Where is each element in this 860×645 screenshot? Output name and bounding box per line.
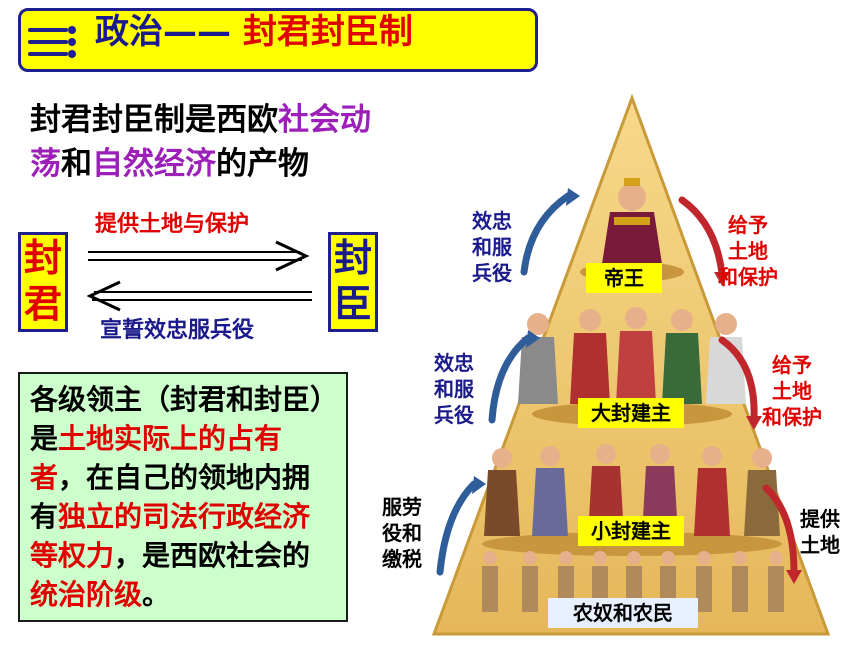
label-line: 效忠: [434, 351, 474, 375]
tier-label-emperor: 帝王: [586, 263, 662, 293]
intro-part: 封君封臣制是西欧: [30, 102, 278, 138]
left-label-3: 服劳 役和 缴税: [382, 494, 422, 572]
down-arrow-3: [762, 484, 798, 576]
description-part: ，是西欧社会的: [114, 539, 311, 572]
down-arrow-1: [678, 196, 726, 278]
label-line: 给予: [728, 213, 768, 237]
up-arrow-1: [520, 192, 572, 276]
title-bar: [18, 8, 538, 72]
lesser-lord-figures: [484, 444, 780, 536]
menu-lines-icon: [28, 26, 76, 58]
label-line: 和保护: [718, 265, 778, 289]
intro-highlight: 社会动荡: [30, 102, 371, 182]
description-highlight: 土地实际上的占有者: [30, 422, 283, 494]
label-line: 服劳: [382, 495, 422, 519]
label-line: 土地: [728, 239, 768, 263]
page-title: 政治—— 封君封臣制: [95, 10, 413, 54]
down-arrow-2: [718, 336, 758, 422]
title-main: 封君封臣制: [242, 12, 413, 52]
description-part: 各级领主（封君和封臣）是: [30, 383, 325, 455]
up-arrow-2: [488, 334, 532, 424]
right-label-1: 给予 土地 和保护: [718, 212, 778, 290]
label-line: 土地: [772, 379, 812, 403]
label-line: 效忠: [472, 209, 512, 233]
left-label-2: 效忠 和服 兵役: [434, 350, 474, 428]
description-box: 各级领主（封君和封臣）是土地实际上的占有者，在自己的领地内拥有独立的司法行政经济…: [18, 372, 348, 622]
label-line: 兵役: [434, 403, 474, 427]
lord-char: 君: [23, 282, 62, 326]
lord-char: 封: [23, 236, 62, 280]
vassal-char: 臣: [333, 282, 372, 326]
description-highlight: 统治阶级: [30, 578, 143, 611]
king-figure: [602, 178, 662, 264]
pledge-label: 宣誓效忠服兵役: [100, 318, 255, 343]
relationship-arrows: [86, 240, 312, 312]
tier-label-lesser-lords: 小封建主: [578, 516, 684, 546]
vassal-box: 封 臣: [328, 232, 378, 332]
label-line: 土地: [800, 533, 840, 557]
left-arrow-icon: [86, 280, 312, 312]
title-prefix: 政治——: [95, 12, 231, 52]
left-label-1: 效忠 和服 兵役: [472, 208, 512, 286]
label-line: 和服: [434, 377, 474, 401]
lord-box: 封 君: [18, 232, 68, 332]
right-label-3: 提供 土地: [800, 506, 840, 558]
up-arrow-3: [436, 480, 478, 576]
description-part: 。: [142, 578, 171, 611]
tier-label-peasants: 农奴和农民: [548, 598, 698, 628]
label-line: 和服: [472, 235, 512, 259]
label-line: 和保护: [762, 405, 822, 429]
description-text: 各级领主（封君和封臣）是土地实际上的占有者，在自己的领地内拥有独立的司法行政经济…: [30, 380, 336, 614]
label-line: 役和: [382, 521, 422, 545]
label-line: 给予: [772, 353, 812, 377]
intro-text: 封君封臣制是西欧社会动荡和自然经济的产物: [30, 98, 390, 186]
label-line: 提供: [800, 507, 840, 531]
provide-label: 提供土地与保护: [95, 212, 250, 237]
right-arrow-icon: [88, 240, 310, 272]
vassal-char: 封: [333, 236, 372, 280]
label-line: 兵役: [472, 261, 512, 285]
intro-part: 的产物: [216, 146, 309, 182]
label-line: 缴税: [382, 547, 422, 571]
intro-highlight: 自然经济: [92, 146, 216, 182]
description-part: ，在自己的领地内拥有: [30, 461, 311, 533]
intro-part: 和: [61, 146, 92, 182]
description-highlight: 独立的司法行政经济等权力: [30, 500, 311, 572]
right-label-2: 给予 土地 和保护: [762, 352, 822, 430]
tier-label-great-lords: 大封建主: [578, 398, 684, 428]
